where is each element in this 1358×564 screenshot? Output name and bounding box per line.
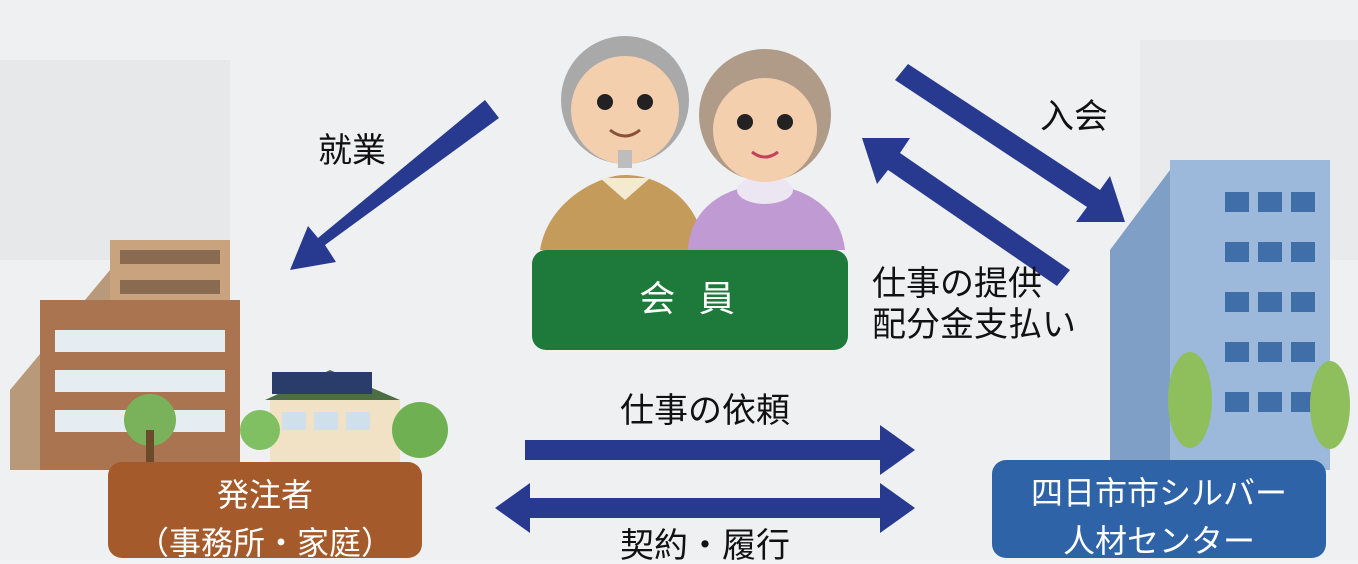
contract-label: 契約・履行 <box>620 526 790 560</box>
elderly-couple-icon <box>540 36 845 250</box>
center-building-icon <box>1110 160 1350 470</box>
arrows <box>290 64 1125 533</box>
employment-arrow <box>290 100 499 270</box>
provide-label-line2: 配分金支払い <box>872 305 1076 345</box>
member-box: 会 員 <box>532 250 848 350</box>
house-icon <box>240 370 448 470</box>
join-label: 入会 <box>1040 97 1108 137</box>
member-label: 会 員 <box>639 279 741 320</box>
center-box: 四日市市シルバー 人材センター <box>992 460 1326 560</box>
contract-arrow <box>495 483 915 533</box>
client-label-line2: （事務所・家庭） <box>136 524 393 562</box>
center-label-line2: 人材センター <box>1062 522 1255 560</box>
provide-arrow <box>862 138 1070 286</box>
request-label: 仕事の依頼 <box>620 391 790 431</box>
request-arrow <box>525 425 915 475</box>
client-box: 発注者 （事務所・家庭） <box>108 462 422 562</box>
center-label-line1: 四日市市シルバー <box>1030 474 1287 512</box>
provide-label-line1: 仕事の提供 <box>872 264 1042 304</box>
employment-label: 就業 <box>318 131 386 171</box>
office-building-icon <box>10 240 240 470</box>
client-label-line1: 発注者 <box>216 476 313 514</box>
join-arrow <box>895 64 1125 222</box>
